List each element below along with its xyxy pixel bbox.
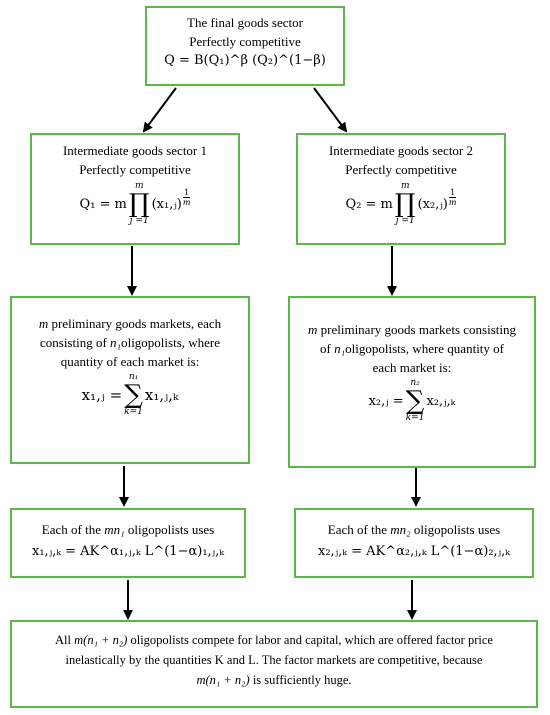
sum-operator: n₂ ∑ k=1 xyxy=(406,379,425,423)
preliminary-markets-1-desc: preliminary goods markets, each xyxy=(48,316,222,331)
product-upper-limit: m xyxy=(400,181,410,191)
oligopolist-count-expr: m(n₁ + n₂) xyxy=(196,673,250,687)
intermediate-sector-2-term: (x₂,ⱼ) xyxy=(417,196,448,212)
text-fragment: All xyxy=(55,633,75,647)
intermediate-sector-1-lhs: Q₁ = m xyxy=(79,196,127,212)
n-variable: n₁ xyxy=(110,335,122,350)
exponent-fraction: 1 m xyxy=(182,187,191,207)
sum-operator: n₁ ∑ k=1 xyxy=(124,373,143,417)
intermediate-sector-2-lhs: Q₂ = m xyxy=(345,196,393,212)
oligopolists-1-formula: x₁,ⱼ,ₖ = AK^α₁,ⱼ,ₖ L^(1−α)₁,ⱼ,ₖ xyxy=(32,544,224,559)
m-variable: m xyxy=(38,316,49,331)
mn-variable: mn₁ xyxy=(104,522,125,537)
product-operator: m ∏ j =1 xyxy=(129,182,150,226)
product-upper-limit: m xyxy=(134,181,144,191)
preliminary-markets-1-lhs: x₁,ⱼ = xyxy=(81,385,123,404)
intermediate-sector-2-competition: Perfectly competitive xyxy=(345,162,457,177)
text-fragment: oligopolists uses xyxy=(124,522,215,537)
sum-lower-limit: k=1 xyxy=(124,407,143,417)
product-operator: m ∏ j =1 xyxy=(395,182,416,226)
preliminary-markets-2-lhs: x₂,ⱼ = xyxy=(368,393,404,409)
preliminary-markets-2-formula: x₂,ⱼ = n₂ ∑ k=1 x₂,ⱼ,ₖ xyxy=(290,379,534,423)
factor-markets-line1: All m(n₁ + n₂) oligopolists compete for … xyxy=(12,630,536,650)
preliminary-markets-1-line3: quantity of each market is: xyxy=(60,354,200,369)
text-fragment: is sufficiently huge. xyxy=(249,673,352,687)
mn-variable: mn₂ xyxy=(390,522,411,537)
text-fragment: oligopolists uses xyxy=(410,522,501,537)
product-symbol: ∏ xyxy=(394,189,416,219)
factor-markets-line2: inelastically by the quantities K and L.… xyxy=(65,653,483,667)
preliminary-markets-2-desc: preliminary goods markets consisting xyxy=(317,322,516,337)
sum-lower-limit: k=1 xyxy=(405,413,425,423)
intermediate-sector-1-title: Intermediate goods sector 1 xyxy=(62,143,208,158)
oligopolists-1-box: Each of the mn₁ oligopolists uses x₁,ⱼ,ₖ… xyxy=(10,508,246,578)
product-lower-limit: j =1 xyxy=(129,216,149,226)
exponent-denominator: m xyxy=(448,197,457,207)
final-goods-competition: Perfectly competitive xyxy=(189,34,301,49)
intermediate-sector-1-term: (x₁,ⱼ) xyxy=(151,196,182,212)
text-fragment: oligopolists, where quantity of xyxy=(345,341,504,356)
text-fragment: Each of the xyxy=(41,522,105,537)
product-lower-limit: j =1 xyxy=(395,216,415,226)
preliminary-markets-2-line2: of n₁oligopolists, where quantity of xyxy=(290,339,534,358)
text-fragment: of xyxy=(320,341,335,356)
oligopolists-2-formula: x₂,ⱼ,ₖ = AK^α₂,ⱼ,ₖ L^(1−α)₂,ⱼ,ₖ xyxy=(318,544,510,559)
factor-markets-box: All m(n₁ + n₂) oligopolists compete for … xyxy=(10,620,538,708)
sum-symbol: ∑ xyxy=(124,380,143,410)
preliminary-markets-2-term: x₂,ⱼ,ₖ xyxy=(426,393,456,409)
exponent-fraction: 1 m xyxy=(448,187,457,207)
oligopolists-2-box: Each of the mn₂ oligopolists uses x₂,ⱼ,ₖ… xyxy=(294,508,534,578)
product-symbol: ∏ xyxy=(128,189,150,219)
exponent-numerator: 1 xyxy=(184,187,190,197)
preliminary-markets-2-box: m preliminary goods markets consisting o… xyxy=(288,296,536,468)
intermediate-sector-2-formula: Q₂ = m m ∏ j =1 (x₂,ⱼ) 1 m xyxy=(298,182,504,226)
intermediate-sector-2-title: Intermediate goods sector 2 xyxy=(328,143,474,158)
preliminary-markets-1-line2: consisting of n₁oligopolists, where xyxy=(12,333,248,352)
oligopolists-1-line1: Each of the mn₁ oligopolists uses xyxy=(12,520,244,539)
text-fragment: Each of the xyxy=(327,522,391,537)
sum-upper-limit: n₁ xyxy=(128,372,139,382)
preliminary-markets-1-line1: m preliminary goods markets, each xyxy=(12,314,248,333)
n-variable: n₁ xyxy=(334,341,346,356)
preliminary-markets-1-term: x₁,ⱼ,ₖ xyxy=(144,385,179,404)
final-goods-title: The final goods sector xyxy=(187,15,303,30)
text-fragment: consisting of xyxy=(39,335,111,350)
intermediate-sector-1-box: Intermediate goods sector 1 Perfectly co… xyxy=(30,133,240,245)
sum-symbol: ∑ xyxy=(405,386,425,416)
oligopolists-2-line1: Each of the mn₂ oligopolists uses xyxy=(296,520,532,539)
m-variable: m xyxy=(308,322,318,337)
final-goods-formula: Q = B(Q₁)^β (Q₂)^(1−β) xyxy=(164,53,326,68)
preliminary-markets-2-line1: m preliminary goods markets consisting xyxy=(290,320,534,339)
final-goods-box: The final goods sector Perfectly competi… xyxy=(145,6,345,86)
intermediate-sector-2-box: Intermediate goods sector 2 Perfectly co… xyxy=(296,133,506,245)
preliminary-markets-2-line3: each market is: xyxy=(372,360,452,375)
intermediate-sector-1-formula: Q₁ = m m ∏ j =1 (x₁,ⱼ) 1 m xyxy=(32,182,238,226)
exponent-numerator: 1 xyxy=(450,187,456,197)
text-fragment: oligopolists compete for labor and capit… xyxy=(127,633,493,647)
preliminary-markets-1-formula: x₁,ⱼ = n₁ ∑ k=1 x₁,ⱼ,ₖ xyxy=(12,373,248,417)
oligopolist-count-expr: m(n₁ + n₂) xyxy=(74,633,128,647)
factor-markets-line3: m(n₁ + n₂) is sufficiently huge. xyxy=(12,670,536,690)
sum-upper-limit: n₂ xyxy=(410,378,420,388)
exponent-denominator: m xyxy=(182,197,191,207)
arrow-final-to-inter1 xyxy=(142,87,177,133)
preliminary-markets-1-box: m preliminary goods markets, each consis… xyxy=(10,296,250,464)
arrow-final-to-inter2 xyxy=(313,87,348,133)
text-fragment: oligopolists, where xyxy=(121,335,221,350)
intermediate-sector-1-competition: Perfectly competitive xyxy=(79,162,191,177)
